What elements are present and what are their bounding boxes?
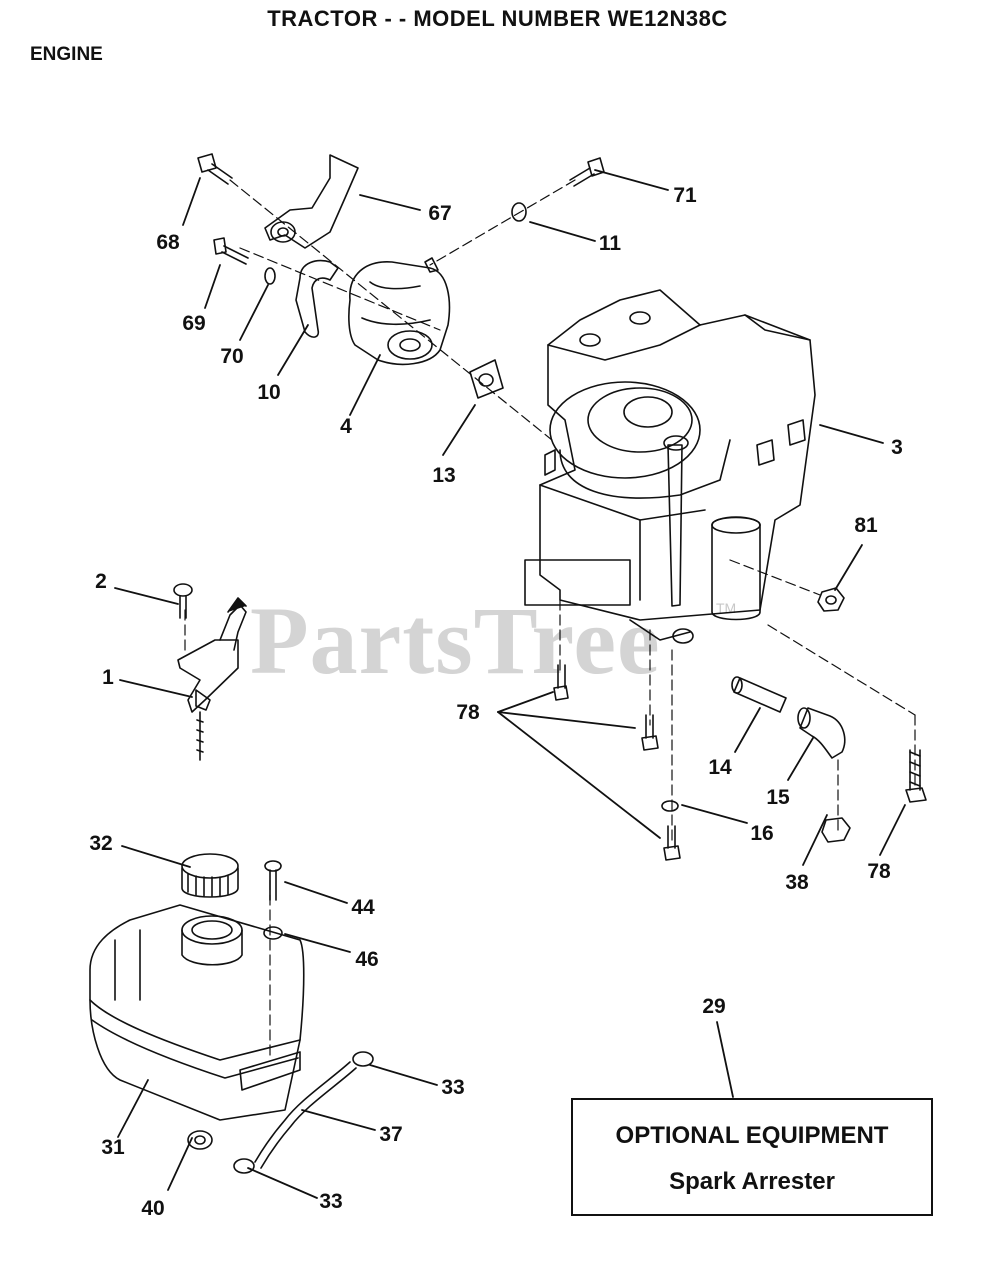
- engine-3: [524, 289, 816, 644]
- callout-2: 2: [95, 570, 107, 593]
- callout-33-lower: 33: [319, 1190, 343, 1213]
- callout-38: 38: [785, 871, 809, 894]
- callout-32: 32: [89, 832, 113, 855]
- optional-equipment-title: OPTIONAL EQUIPMENT: [615, 1122, 889, 1149]
- callout-13: 13: [432, 464, 456, 487]
- callout-70: 70: [220, 345, 244, 368]
- bolt-78-a: [553, 664, 569, 701]
- callout-68: 68: [156, 231, 180, 254]
- callout-69: 69: [182, 312, 206, 335]
- callout-40: 40: [141, 1197, 165, 1220]
- callout-1: 1: [102, 666, 114, 689]
- nut-81: [817, 587, 845, 612]
- callout-78-right: 78: [867, 860, 891, 883]
- diagram-title: TRACTOR - - MODEL NUMBER WE12N38C: [267, 6, 728, 31]
- lockwasher-11: [511, 202, 527, 222]
- callout-4: 4: [340, 415, 352, 438]
- grommet-40: [187, 1130, 213, 1150]
- callout-78-left: 78: [456, 701, 480, 724]
- screw-44: [264, 860, 282, 901]
- muffler-bracket-67: [264, 154, 359, 249]
- callout-31: 31: [101, 1136, 125, 1159]
- washer-16: [661, 800, 679, 812]
- clamp-33-lower: [233, 1158, 255, 1174]
- callout-11: 11: [598, 232, 622, 255]
- callout-14: 14: [708, 756, 732, 779]
- bolt-78-b: [641, 714, 659, 751]
- callout-67: 67: [428, 202, 452, 225]
- clamp-33-upper: [352, 1051, 374, 1067]
- callout-3: 3: [891, 436, 903, 459]
- callout-37: 37: [379, 1123, 403, 1146]
- fuel-cap-32: [181, 853, 239, 898]
- fuel-line-37: [254, 1061, 357, 1169]
- callout-44: 44: [351, 896, 375, 919]
- callout-16: 16: [750, 822, 774, 845]
- optional-equipment-item: Spark Arrester: [669, 1168, 835, 1195]
- bolt-69: [213, 237, 249, 265]
- callout-15: 15: [766, 786, 790, 809]
- gasket-13: [469, 359, 504, 399]
- assembly-lines: [184, 179, 916, 1061]
- callout-10: 10: [257, 381, 281, 404]
- bolt-68: [197, 153, 233, 185]
- washer-70: [264, 267, 276, 285]
- fuel-tank-31: [89, 904, 305, 1121]
- bolt-78-right: [905, 749, 927, 803]
- muffler-4: [348, 257, 451, 366]
- callout-33-upper: 33: [441, 1076, 465, 1099]
- washer-46: [263, 926, 283, 940]
- pipe-14: [731, 676, 787, 713]
- callout-71: 71: [673, 184, 697, 207]
- screw-2: [173, 583, 193, 619]
- bolt-71: [569, 157, 605, 187]
- optional-equipment-box: OPTIONAL EQUIPMENT Spark Arrester: [571, 1098, 933, 1216]
- heat-shield-10: [295, 259, 339, 338]
- callout-81: 81: [854, 514, 878, 537]
- callout-46: 46: [355, 948, 379, 971]
- elbow-15: [797, 707, 846, 759]
- callout-29: 29: [702, 995, 726, 1018]
- throttle-control-1: [177, 597, 247, 761]
- nut-38: [821, 817, 851, 843]
- leader-lines: [114, 169, 906, 1199]
- section-label: ENGINE: [30, 44, 103, 65]
- bolt-78-c: [663, 825, 681, 861]
